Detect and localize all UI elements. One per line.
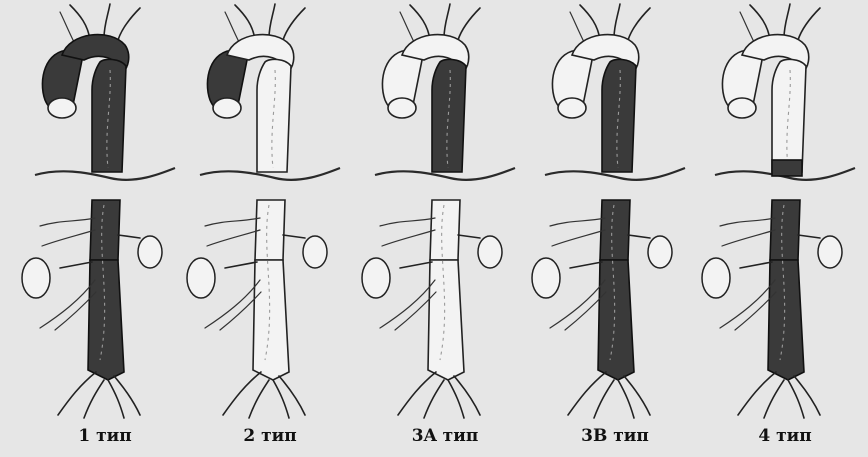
left-common-iliac-artery (738, 372, 776, 415)
left-renal-artery (570, 262, 602, 268)
left-common-carotid-artery (269, 4, 275, 38)
right-kidney (303, 236, 327, 268)
left-common-carotid-artery (784, 4, 790, 38)
left-internal-iliac-artery (424, 380, 444, 418)
left-renal-artery (740, 262, 772, 268)
right-common-iliac-artery (794, 376, 820, 415)
celiac-branch-left (40, 218, 95, 226)
celiac-branch-left (720, 218, 775, 226)
right-common-iliac-artery (114, 376, 140, 415)
descending-thoracic-aorta (602, 59, 636, 172)
artery-branch-line (570, 12, 584, 42)
left-common-iliac-artery (223, 372, 261, 415)
right-kidney (648, 236, 672, 268)
right-renal-artery (118, 235, 140, 238)
right-common-iliac-artery (279, 376, 305, 415)
brachiocephalic-trunk (410, 5, 430, 40)
lower-abdominal-aorta (598, 260, 634, 380)
left-subclavian-artery (458, 8, 480, 40)
lower-abdominal-aorta (428, 260, 464, 380)
mesenteric-branch-left (552, 230, 605, 246)
celiac-branch-left (550, 218, 605, 226)
aortic-root-bulb (48, 98, 76, 118)
left-internal-iliac-artery (594, 380, 614, 418)
left-common-iliac-artery (58, 372, 96, 415)
mesenteric-branch-left (382, 230, 435, 246)
panel-label-type-3b: 3B тип (550, 426, 680, 446)
right-common-iliac-artery (454, 376, 480, 415)
descending-thoracic-aorta (257, 59, 291, 172)
left-internal-iliac-artery (764, 380, 784, 418)
right-kidney (138, 236, 162, 268)
right-renal-artery (628, 235, 650, 238)
left-renal-artery (400, 262, 432, 268)
mesenteric-branch-left (207, 230, 260, 246)
artery-branch-line (740, 12, 754, 42)
left-kidney (532, 258, 560, 298)
aorta-type-1 (22, 4, 175, 418)
right-renal-artery (798, 235, 820, 238)
left-subclavian-artery (628, 8, 650, 40)
brachiocephalic-trunk (750, 5, 770, 40)
left-common-carotid-artery (614, 4, 620, 38)
aorta-type-3a (362, 4, 515, 418)
mesenteric-branch-left (42, 230, 95, 246)
aortic-root-bulb (728, 98, 756, 118)
descending-thoracic-aorta (772, 59, 806, 172)
left-renal-artery (225, 262, 257, 268)
right-renal-artery (283, 235, 305, 238)
right-kidney (818, 236, 842, 268)
aorta-type-3b (532, 4, 685, 418)
artery-branch-line (400, 12, 414, 42)
descending-thoracic-aorta (92, 59, 126, 172)
panel-label-type-2: 2 тип (205, 426, 335, 446)
left-subclavian-artery (798, 8, 820, 40)
left-kidney (702, 258, 730, 298)
right-renal-artery (458, 235, 480, 238)
lower-abdominal-aorta (88, 260, 124, 380)
left-internal-iliac-artery (249, 380, 269, 418)
brachiocephalic-trunk (235, 5, 255, 40)
dissection-origin-segment (772, 160, 802, 176)
aortic-root-bulb (388, 98, 416, 118)
aorta-type-4 (702, 4, 855, 418)
aortic-root-bulb (558, 98, 586, 118)
left-subclavian-artery (283, 8, 305, 40)
panel-label-type-3a: 3A тип (380, 426, 510, 446)
right-common-iliac-artery (624, 376, 650, 415)
artery-branch-line (225, 12, 239, 42)
left-internal-iliac-artery (84, 380, 104, 418)
left-kidney (22, 258, 50, 298)
descending-thoracic-aorta (432, 59, 466, 172)
lower-abdominal-aorta (253, 260, 289, 380)
right-kidney (478, 236, 502, 268)
aorta-type-2 (187, 4, 340, 418)
panel-label-type-4: 4 тип (720, 426, 850, 446)
lower-abdominal-aorta (768, 260, 804, 380)
artery-branch-line (60, 12, 74, 42)
celiac-branch-left (205, 218, 260, 226)
panel-label-type-1: 1 тип (40, 426, 170, 446)
mesenteric-branch-left (722, 230, 775, 246)
brachiocephalic-trunk (580, 5, 600, 40)
left-common-carotid-artery (444, 4, 450, 38)
celiac-branch-left (380, 218, 435, 226)
aortic-root-bulb (213, 98, 241, 118)
left-common-iliac-artery (568, 372, 606, 415)
left-common-iliac-artery (398, 372, 436, 415)
left-kidney (362, 258, 390, 298)
left-renal-artery (60, 262, 92, 268)
left-kidney (187, 258, 215, 298)
left-subclavian-artery (118, 8, 140, 40)
left-common-carotid-artery (104, 4, 110, 38)
brachiocephalic-trunk (70, 5, 90, 40)
